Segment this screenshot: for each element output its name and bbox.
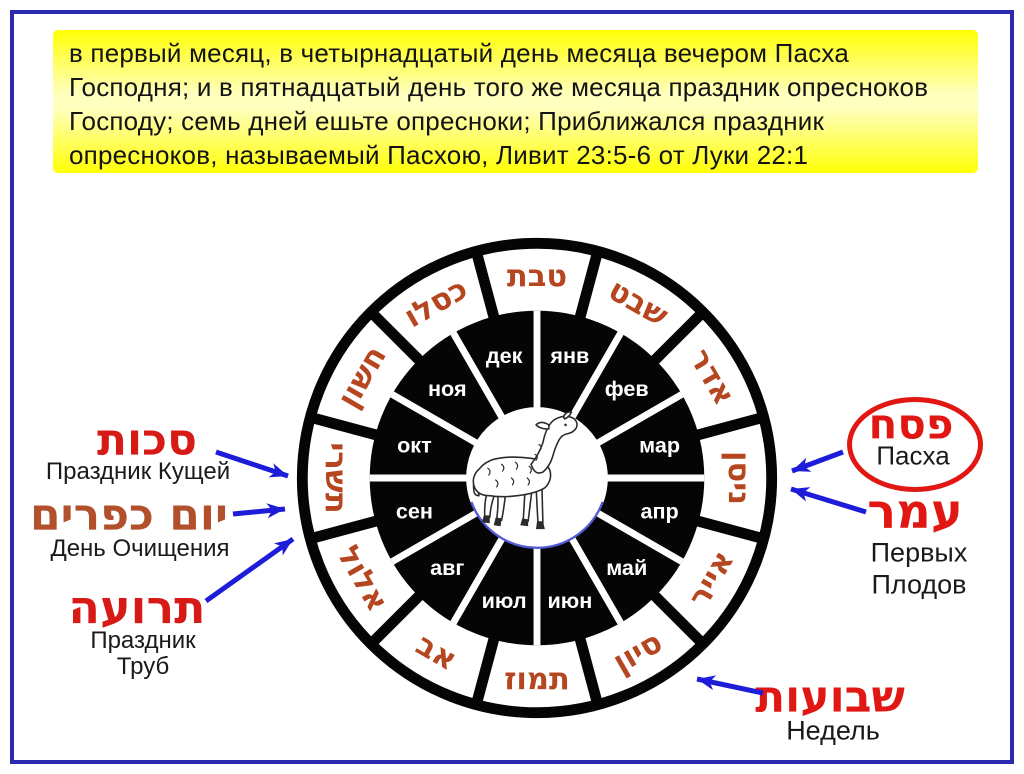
feast-shavuot-hebrew: שבועות (755, 671, 905, 723)
hebrew-month-tevet: טבת (507, 259, 567, 294)
lamb-icon (472, 411, 578, 530)
calendar-wheel: טבת שבט אדר ניסן אייר סיון תמוז אב אלול … (296, 237, 778, 719)
verse-line: опресноков, называемый Пасхою, Ливит 23:… (69, 140, 809, 170)
hebrew-month-tishrei: תשרי (318, 442, 353, 513)
arrow-yom-kippur (232, 503, 286, 519)
hebrew-month-nisan: ניסן (721, 451, 756, 505)
feast-sukkot-hebrew: סכות (97, 414, 197, 466)
verse-line: Господу; семь дней ешьте опресноки; Приб… (69, 106, 825, 136)
verse-line: в первый месяц, в четырнадцатый день мес… (69, 38, 849, 68)
arrow-omer (790, 486, 867, 515)
russian-month-jan: янв (549, 343, 589, 368)
russian-month-sep: сен (396, 498, 433, 523)
feast-omer-hebrew: עמר (867, 484, 963, 540)
arrow-pesach (791, 449, 844, 474)
verse-line: Господня; и в пятнадцатый день того же м… (69, 72, 929, 102)
feast-yom-kippur-russian: День Очищения (50, 535, 230, 562)
verse-box: в первый месяц, в четырнадцатый день мес… (53, 30, 978, 173)
feast-shavuot-russian: Недель (786, 715, 880, 746)
hebrew-ring-dividers (309, 250, 765, 706)
feast-omer-russian-line1: Первых (870, 537, 968, 568)
feast-teruah-hebrew: תרועה (68, 580, 206, 634)
hebrew-month-tammuz: תמוז (504, 662, 570, 697)
feast-pesach-hebrew: פסח (868, 399, 954, 449)
inner-ring-spokes (369, 310, 705, 646)
russian-month-jun: июн (547, 588, 592, 613)
feast-sukkot-russian: Праздник Кущей (45, 458, 231, 485)
russian-month-oct: окт (397, 433, 432, 458)
feast-teruah-russian-line1: Праздник (90, 627, 196, 654)
feast-omer-russian-line2: Плодов (871, 569, 967, 600)
feast-teruah-russian-line2: Труб (116, 653, 170, 680)
russian-month-mar: мар (639, 433, 680, 458)
russian-month-aug: авг (430, 555, 464, 580)
feast-yom-kippur-hebrew: יום כפרים (30, 489, 228, 541)
russian-month-dec: дек (486, 343, 523, 368)
russian-month-nov: ноя (428, 376, 467, 401)
russian-month-apr: апр (640, 498, 678, 523)
feast-pesach-russian: Пасха (876, 440, 950, 471)
russian-month-jul: июл (482, 588, 527, 613)
center-circle-blue-rim (470, 501, 604, 549)
pesach-oval-outline (847, 397, 983, 492)
russian-month-may: май (606, 555, 647, 580)
russian-month-feb: фев (605, 376, 649, 401)
